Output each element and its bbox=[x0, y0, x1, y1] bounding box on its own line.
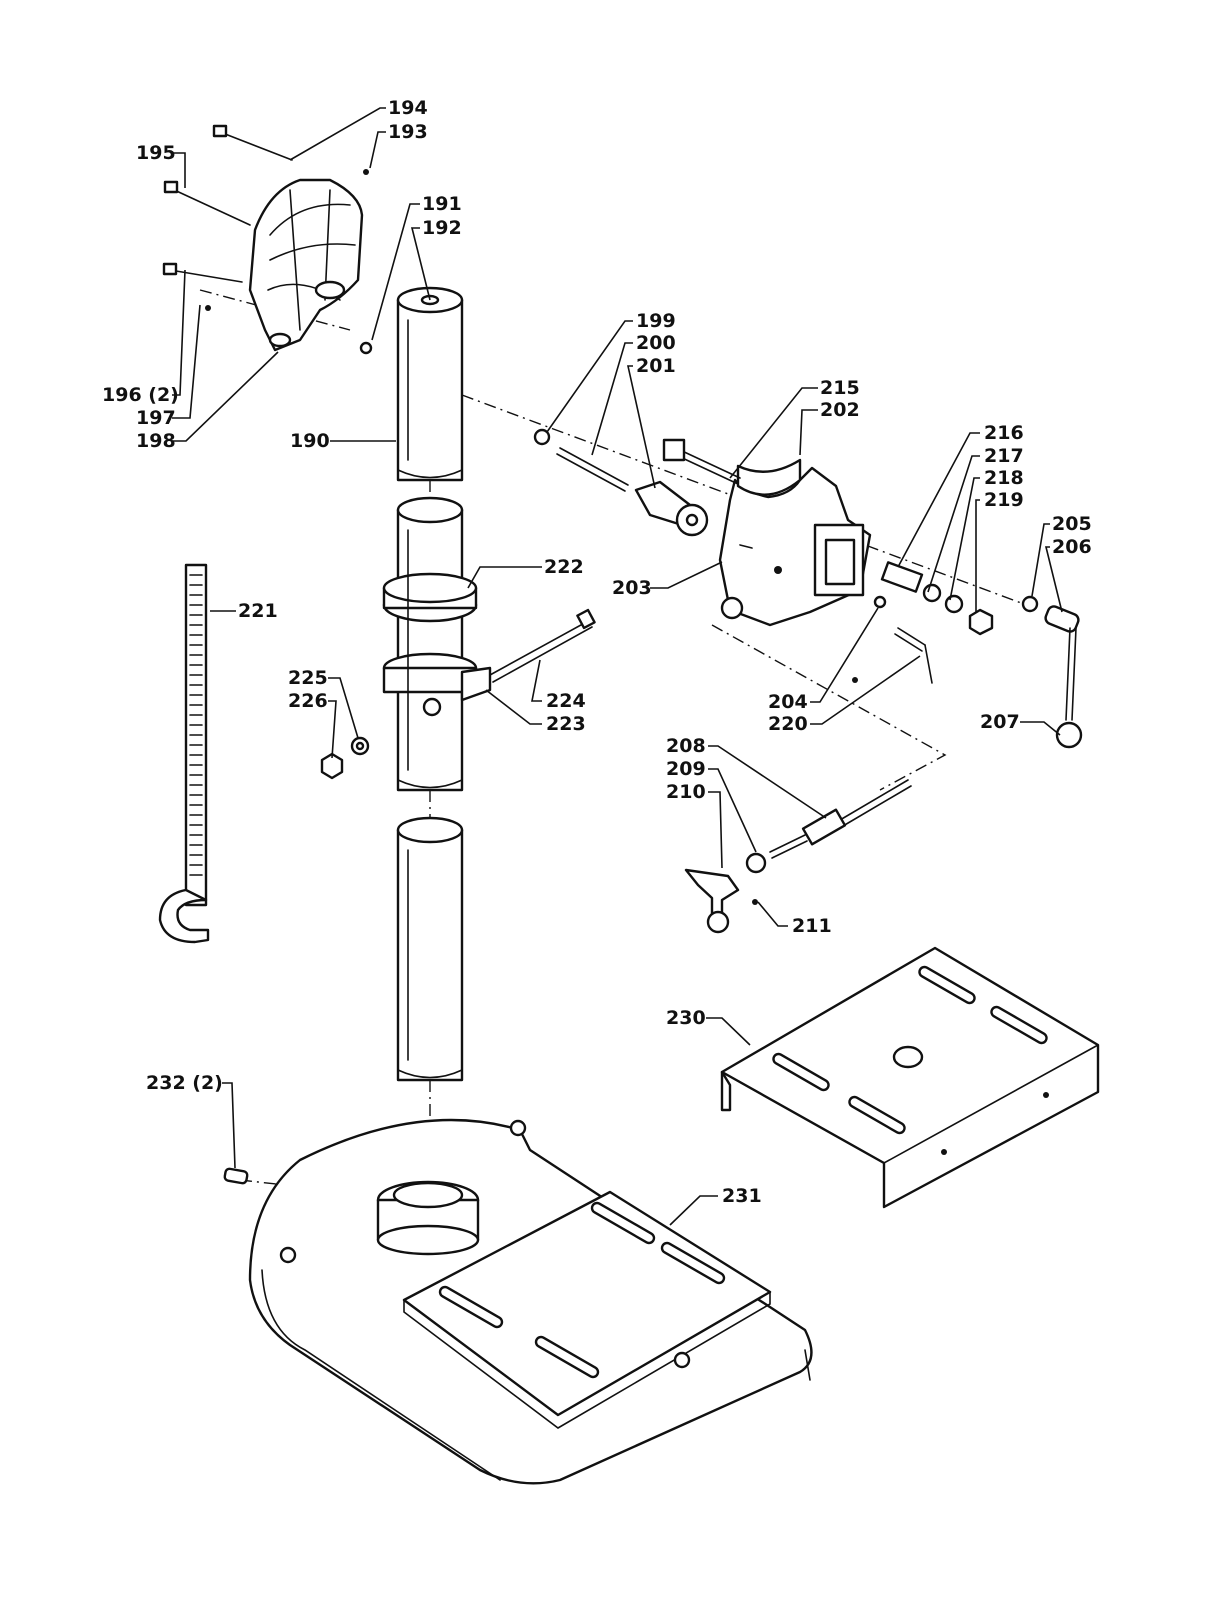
label-196: 196 (2) bbox=[102, 384, 179, 406]
column-middle bbox=[382, 496, 492, 792]
table-arm bbox=[718, 458, 872, 627]
arm-shaft-parts bbox=[533, 428, 994, 636]
label-215: 215 bbox=[820, 377, 860, 399]
label-193: 193 bbox=[388, 121, 428, 143]
rack bbox=[158, 563, 210, 944]
label-198: 198 bbox=[136, 430, 176, 452]
label-199: 199 bbox=[636, 310, 676, 332]
label-208: 208 bbox=[666, 735, 706, 757]
label-225: 225 bbox=[288, 667, 328, 689]
label-232: 232 (2) bbox=[146, 1072, 223, 1094]
clamp-hardware bbox=[320, 608, 596, 780]
crank-handle bbox=[1021, 595, 1083, 749]
label-205: 205 bbox=[1052, 513, 1092, 535]
lock-shaft bbox=[684, 779, 912, 934]
label-194: 194 bbox=[388, 97, 428, 119]
label-197: 197 bbox=[136, 407, 176, 429]
label-216: 216 bbox=[984, 422, 1024, 444]
label-210: 210 bbox=[666, 781, 706, 803]
label-219: 219 bbox=[984, 489, 1024, 511]
label-223: 223 bbox=[546, 713, 586, 735]
locking-pin bbox=[852, 627, 933, 684]
head-bolts bbox=[162, 124, 373, 355]
column-upper bbox=[396, 286, 464, 482]
label-203: 203 bbox=[612, 577, 652, 599]
base bbox=[223, 1118, 813, 1485]
label-192: 192 bbox=[422, 217, 462, 239]
label-190: 190 bbox=[290, 430, 330, 452]
label-221: 221 bbox=[238, 600, 278, 622]
column-lower bbox=[396, 816, 464, 1082]
label-207: 207 bbox=[980, 711, 1020, 733]
label-226: 226 bbox=[288, 690, 328, 712]
label-201: 201 bbox=[636, 355, 676, 377]
label-191: 191 bbox=[422, 193, 462, 215]
label-200: 200 bbox=[636, 332, 676, 354]
part-labels: 194 193 195 191 192 196 (2) 197 198 190 … bbox=[102, 97, 1092, 1207]
label-206: 206 bbox=[1052, 536, 1092, 558]
head-casting bbox=[248, 178, 364, 352]
work-table bbox=[720, 946, 1100, 1209]
leader-lines bbox=[172, 107, 1063, 1226]
label-230: 230 bbox=[666, 1007, 706, 1029]
label-195: 195 bbox=[136, 142, 176, 164]
label-220: 220 bbox=[768, 713, 808, 735]
label-224: 224 bbox=[546, 690, 586, 712]
label-204: 204 bbox=[768, 691, 808, 713]
label-217: 217 bbox=[984, 445, 1024, 467]
label-202: 202 bbox=[820, 399, 860, 421]
label-211: 211 bbox=[792, 915, 832, 937]
label-218: 218 bbox=[984, 467, 1024, 489]
label-209: 209 bbox=[666, 758, 706, 780]
label-222: 222 bbox=[544, 556, 584, 578]
label-231: 231 bbox=[722, 1185, 762, 1207]
